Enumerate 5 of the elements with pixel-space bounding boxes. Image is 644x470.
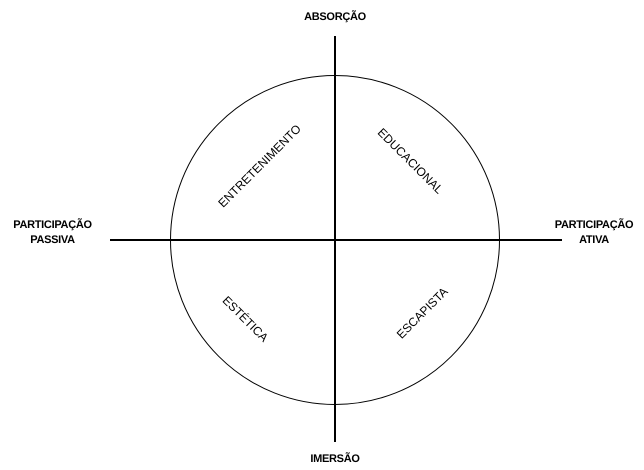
axis-label: ABSORÇÃO <box>303 10 367 25</box>
axis-label: PARTICIPAÇÃO PASSIVA <box>12 218 93 248</box>
axis-label: PARTICIPAÇÃO ATIVA <box>554 218 634 248</box>
axis-label: IMERSÃO <box>309 452 361 467</box>
realm-circle <box>170 75 500 405</box>
